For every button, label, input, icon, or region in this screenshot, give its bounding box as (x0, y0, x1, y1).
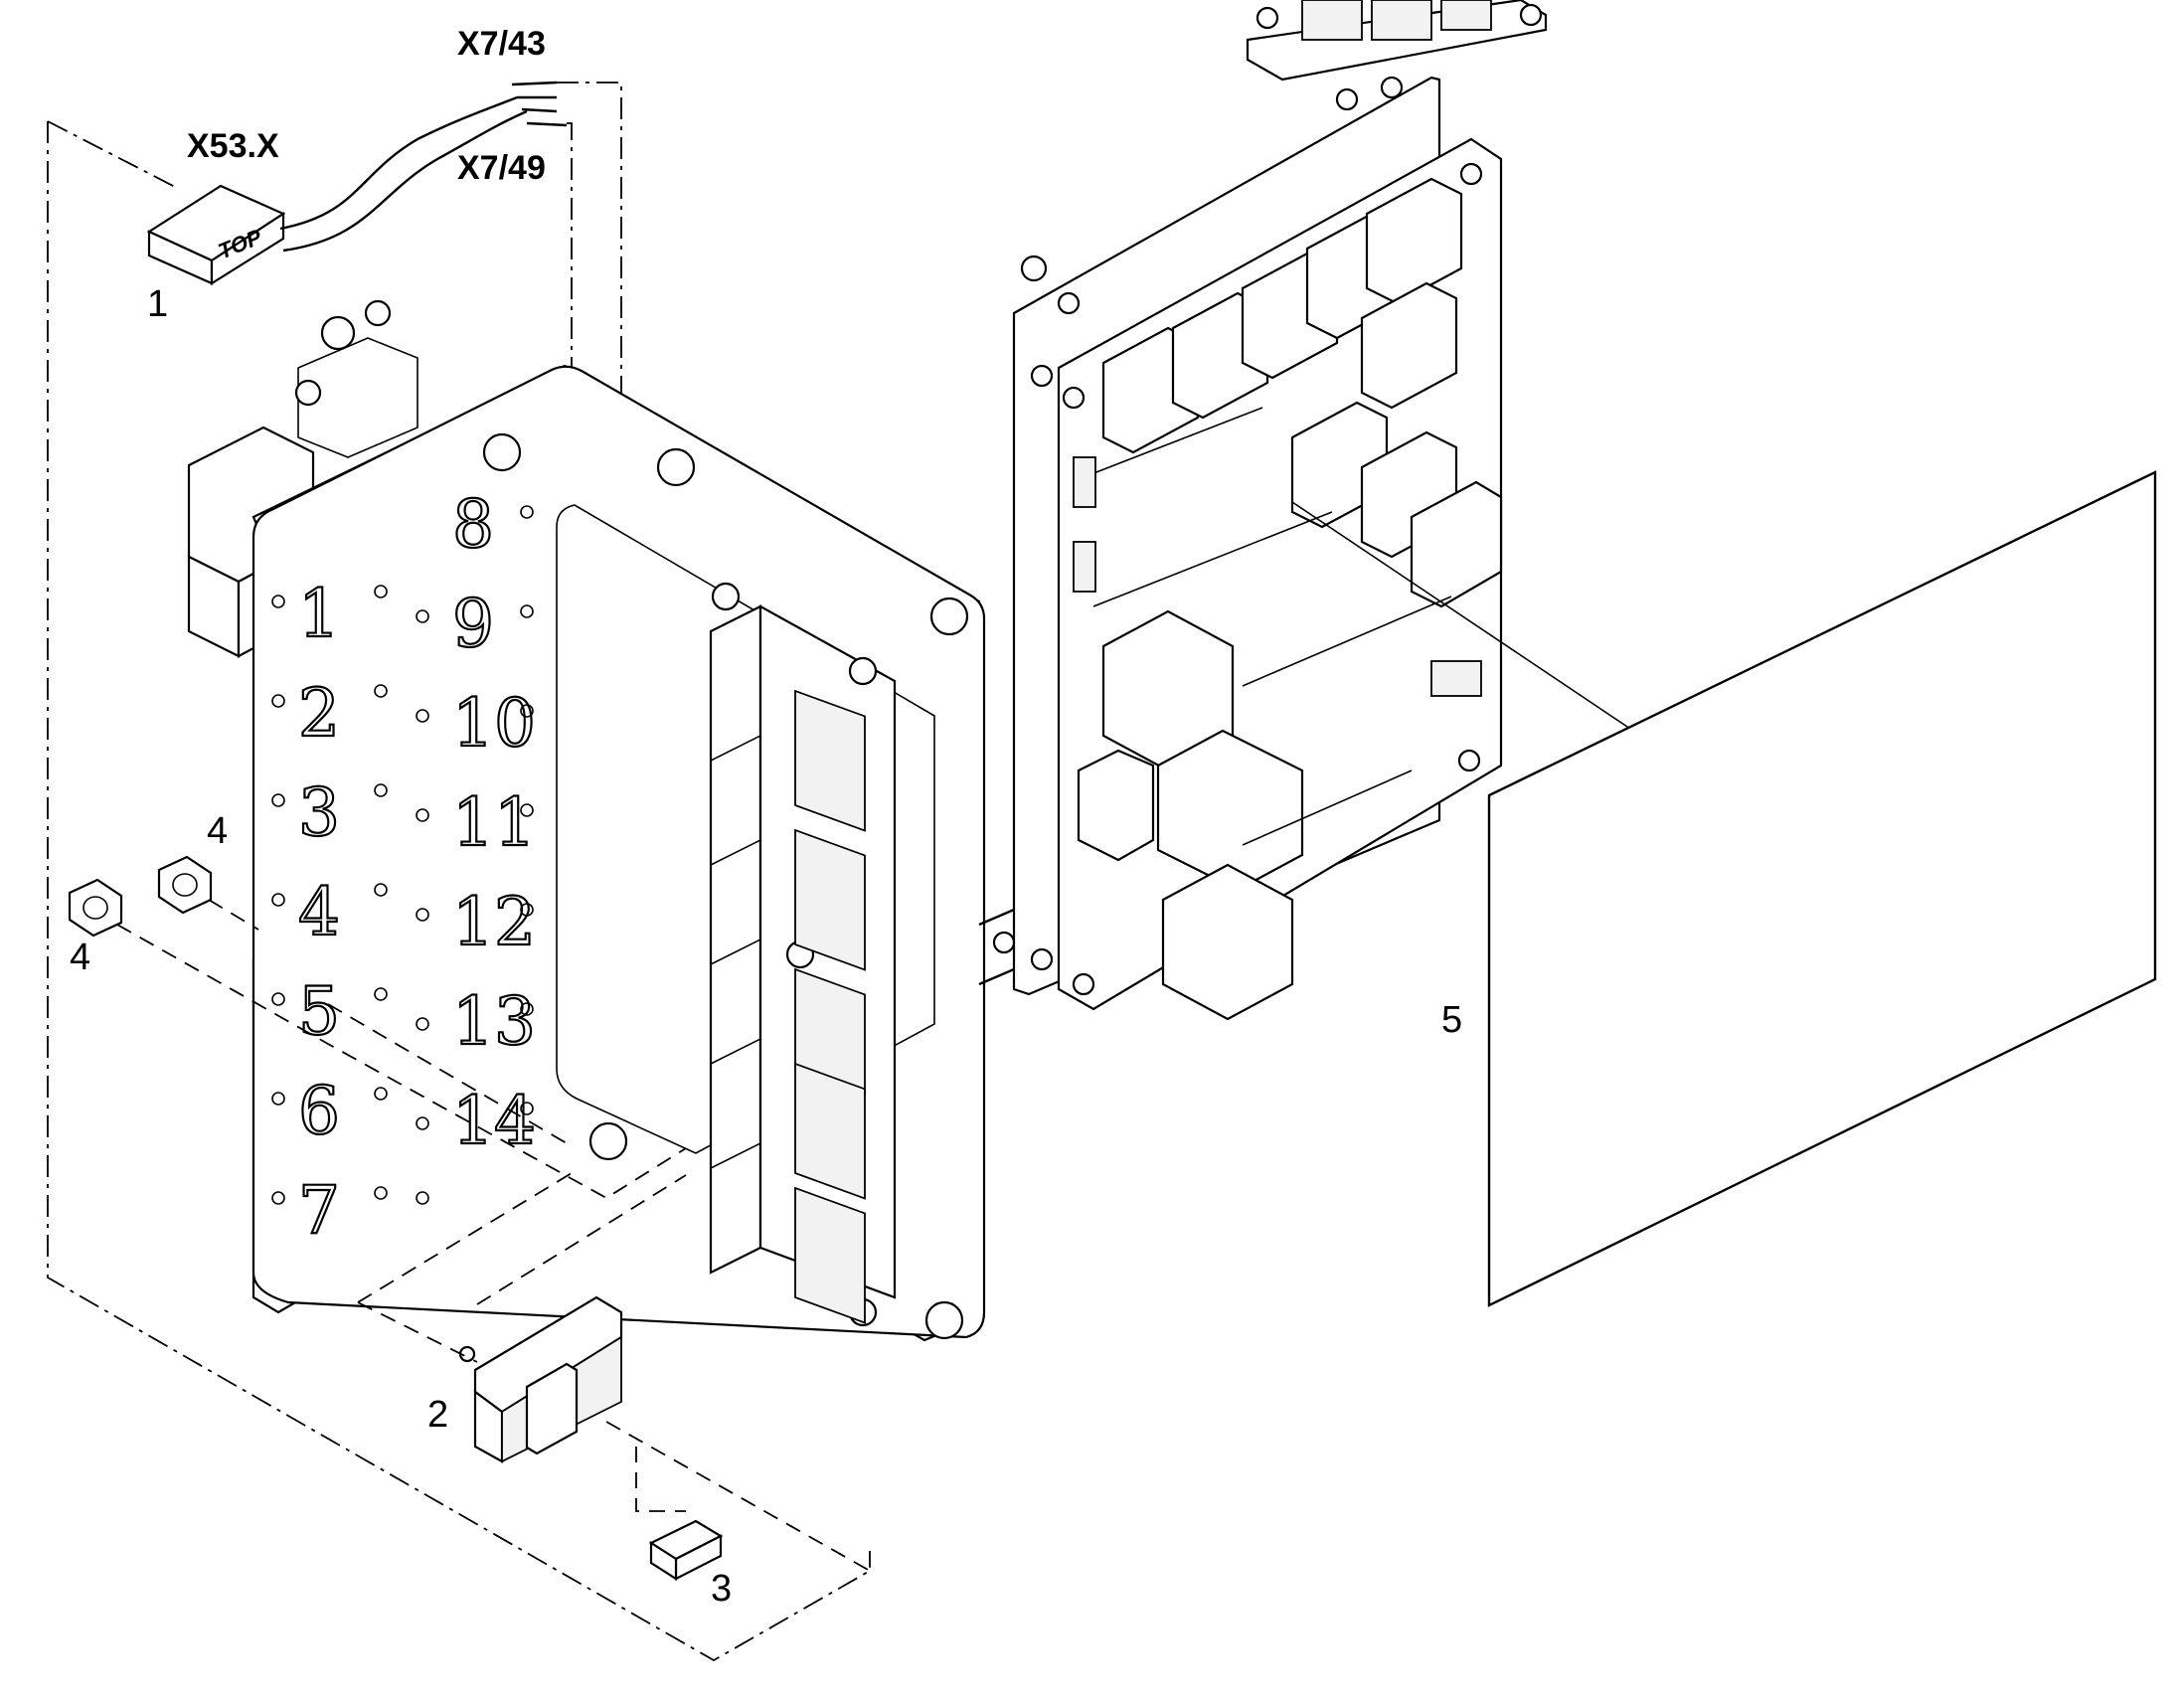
plate-number: 2 (298, 675, 340, 752)
wire-label-bottom: X7/49 (457, 149, 546, 187)
plate-stud-holes (271, 505, 534, 1205)
plate-number: 4 (298, 874, 340, 950)
plate-number: 10 (452, 685, 536, 762)
callout-4-upper: 4 (207, 810, 228, 852)
socket-blocks (794, 689, 866, 1324)
plate-number: 8 (452, 486, 494, 563)
board-relays (1077, 177, 1503, 1021)
connector-x53x: TOP (146, 184, 286, 285)
callout-1: 1 (147, 283, 168, 325)
plate-number: 9 (452, 586, 494, 662)
assembly-boundary-line (47, 120, 871, 1662)
nut-leader-lines (116, 899, 687, 1200)
callout-5: 5 (1441, 999, 1462, 1041)
fuse-socket (458, 1295, 623, 1463)
plate-number: 1 (298, 576, 340, 652)
callout-2: 2 (427, 1394, 448, 1436)
plate-number: 13 (452, 983, 536, 1060)
plate-number: 5 (298, 973, 340, 1050)
blade-fuse (648, 1519, 724, 1582)
connector-label: X53.X (187, 127, 279, 165)
callout-3: 3 (711, 1568, 732, 1610)
plate-number: 11 (452, 784, 536, 861)
callout-4-lower: 4 (70, 937, 90, 978)
nut-1 (157, 855, 213, 915)
top-bracket-module (1246, 0, 1548, 141)
plate-number: 14 (452, 1083, 536, 1159)
plate-number: 12 (452, 884, 536, 960)
plate-number: 6 (298, 1073, 340, 1149)
wire-label-top: X7/43 (457, 25, 546, 63)
label-card (1487, 470, 2157, 1307)
plate-number: 3 (298, 774, 340, 851)
connector-cable (279, 81, 568, 253)
nut-2 (68, 878, 123, 938)
item5-leader-line (1291, 501, 1631, 730)
socket-leader-lines (357, 1172, 871, 1572)
board-fuse-rows (1073, 407, 1482, 846)
plate-number: 7 (298, 1172, 340, 1249)
